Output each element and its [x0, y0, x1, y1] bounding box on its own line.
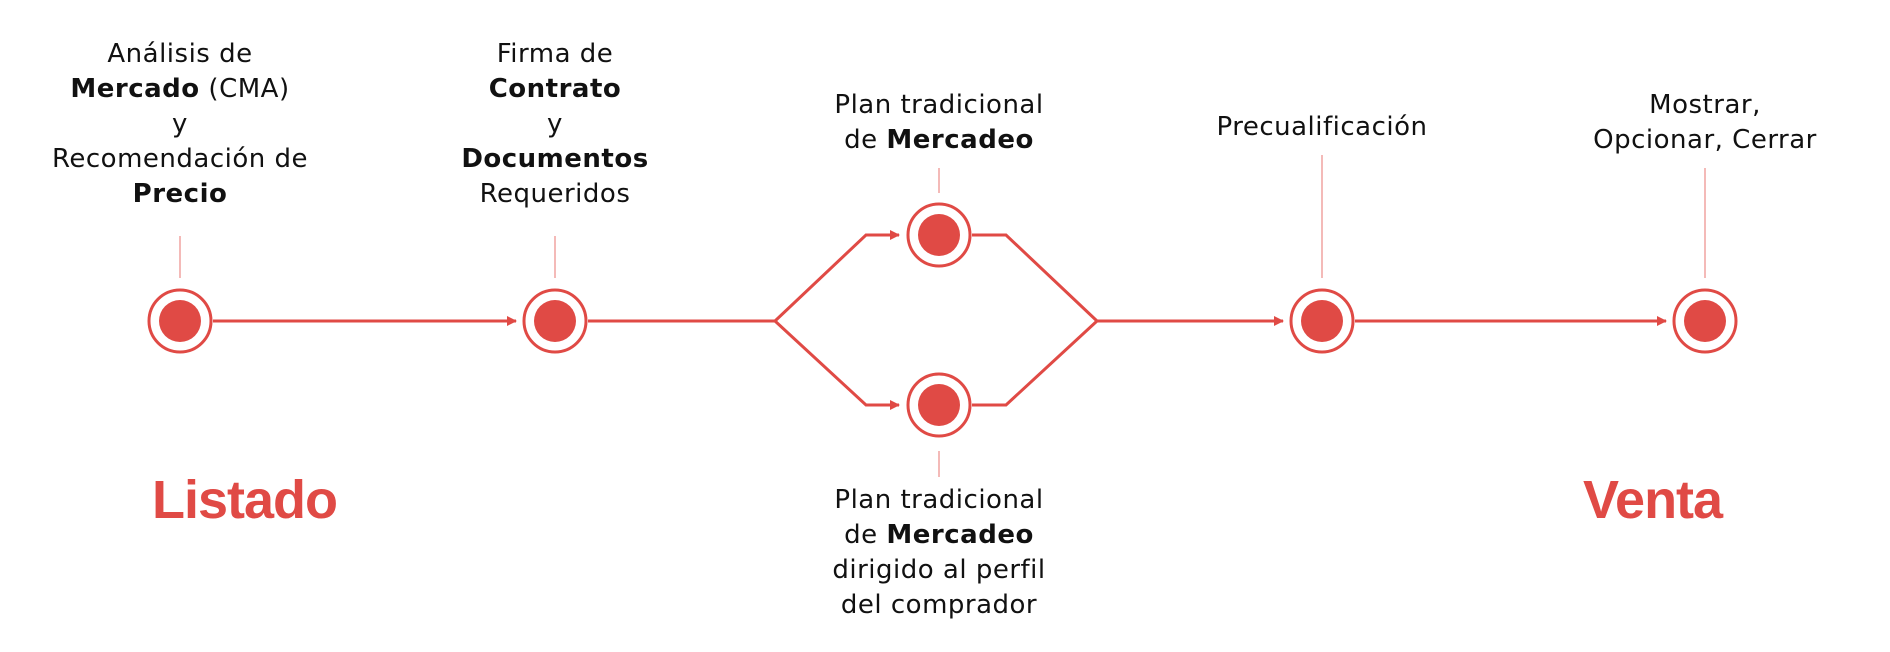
label-segment: de	[844, 520, 887, 550]
label-line: y	[30, 107, 330, 142]
label-line: Mostrar,	[1555, 88, 1855, 123]
label-line: Mercado (CMA)	[30, 72, 330, 107]
label-connectors	[179, 155, 1706, 477]
node-plan-traditional	[906, 202, 972, 268]
label-line: Análisis de	[30, 37, 330, 72]
label-segment: Requeridos	[479, 179, 631, 209]
node-dot	[1301, 300, 1343, 342]
label-segment: (CMA)	[199, 74, 290, 104]
label-line: Plan tradicional	[789, 483, 1089, 518]
label-bold-segment: Mercadeo	[886, 520, 1034, 550]
label-line: de Mercadeo	[789, 123, 1089, 158]
label-bold-segment: Documentos	[461, 144, 649, 174]
label-bold-segment: Mercadeo	[886, 125, 1034, 155]
phase-listing-heading: Listado	[152, 470, 338, 530]
label-prequal: Precualificación	[1172, 110, 1472, 145]
label-close: Mostrar, Opcionar, Cerrar	[1555, 88, 1855, 158]
label-segment: dirigido al perfil	[832, 555, 1046, 585]
label-line: Precio	[30, 177, 330, 212]
label-line: Opcionar, Cerrar	[1555, 123, 1855, 158]
node-plan-targeted	[906, 372, 972, 438]
label-bold-segment: Mercado	[70, 74, 200, 104]
label-segment: de	[844, 125, 887, 155]
label-segment: Análisis de	[107, 39, 253, 69]
label-line: Plan tradicional	[789, 88, 1089, 123]
arrow-split-to-plan-targeted	[773, 319, 900, 410]
label-line: de Mercadeo	[789, 518, 1089, 553]
label-line: del comprador	[789, 588, 1089, 623]
node-dot	[534, 300, 576, 342]
node-dot	[918, 214, 960, 256]
arrow-split-to-plan-traditional	[773, 230, 900, 323]
label-segment: Plan tradicional	[834, 485, 1044, 515]
label-line: y	[405, 107, 705, 142]
label-bold-segment: Precio	[132, 179, 228, 209]
node-dot	[1684, 300, 1726, 342]
line-plan-targeted-to-merge	[972, 319, 1099, 407]
label-segment: Plan tradicional	[834, 90, 1044, 120]
label-line: Contrato	[405, 72, 705, 107]
label-segment: Firma de	[496, 39, 614, 69]
label-segment: Precualificación	[1216, 112, 1428, 142]
node-prequal	[1289, 288, 1355, 354]
node-dot	[918, 384, 960, 426]
label-segment: y	[172, 109, 188, 139]
phase-sale-heading: Venta	[1583, 470, 1723, 530]
label-segment: y	[547, 109, 563, 139]
label-segment: Mostrar,	[1649, 90, 1761, 120]
label-segment: del comprador	[840, 590, 1038, 620]
label-line: Recomendación de	[30, 142, 330, 177]
flow-lines	[213, 230, 1667, 410]
label-bold-segment: Contrato	[488, 74, 622, 104]
label-line: Requeridos	[405, 177, 705, 212]
label-segment: Recomendación de	[51, 144, 308, 174]
label-line: Precualificación	[1172, 110, 1472, 145]
label-line: Firma de	[405, 37, 705, 72]
node-dot	[159, 300, 201, 342]
node-close	[1672, 288, 1738, 354]
label-line: Documentos	[405, 142, 705, 177]
line-plan-traditional-to-merge	[972, 233, 1099, 323]
label-segment: Opcionar, Cerrar	[1593, 125, 1817, 155]
label-line: dirigido al perfil	[789, 553, 1089, 588]
node-contract	[522, 288, 588, 354]
node-cma	[147, 288, 213, 354]
